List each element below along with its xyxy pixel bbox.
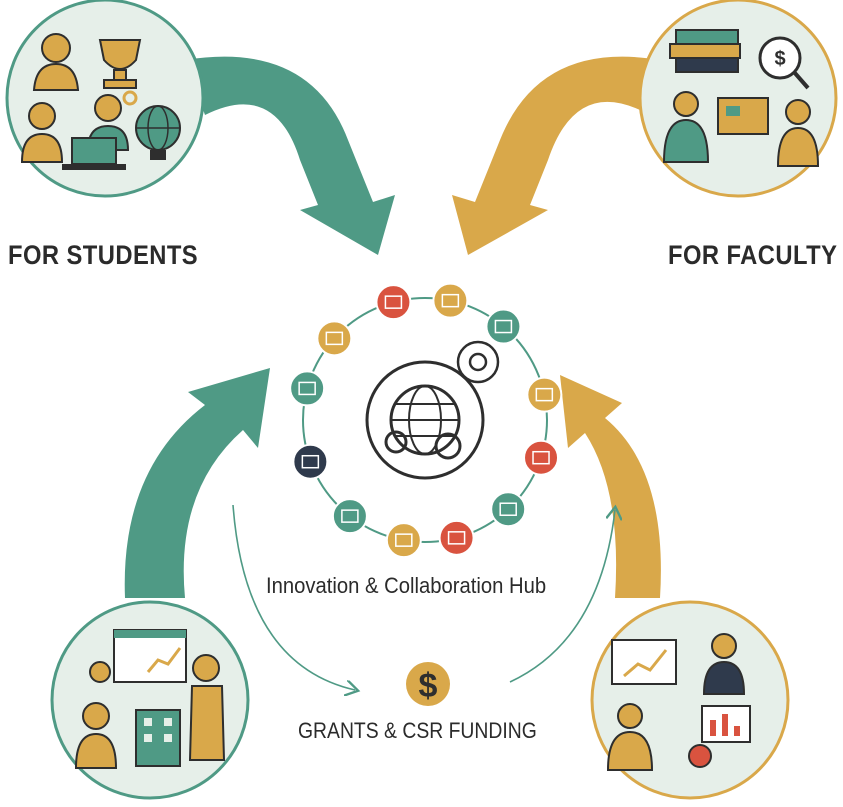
person-icon (32, 33, 80, 91)
faculty-label: FOR FACULTY (668, 240, 838, 270)
person-icon (702, 633, 746, 695)
arrow-grants-left-to-hub (124, 368, 270, 598)
building-icon (135, 709, 181, 767)
person-icon (188, 654, 226, 761)
person-icon (688, 744, 712, 768)
globe-icon (135, 105, 181, 160)
dollar-sign: $ (419, 667, 438, 705)
hub-node-icon (385, 522, 422, 559)
grants-label: GRANTS & CSR FUNDING (298, 718, 537, 743)
books-icon (669, 29, 741, 73)
hub-node-icon (316, 320, 353, 357)
gear-icon (456, 340, 500, 384)
person-icon (606, 703, 654, 771)
presentation-board-icon (717, 97, 769, 135)
students-label: FOR STUDENTS (8, 240, 199, 270)
connector-left-to-grants (232, 504, 355, 690)
hub-node-icon (432, 282, 469, 319)
hub-node-icon (438, 519, 475, 556)
globe-gears-icon (365, 360, 485, 480)
connector-right-to-grants (509, 510, 615, 683)
person-icon (20, 102, 64, 163)
students-illustration (5, 0, 205, 198)
arrow-faculty-to-hub (452, 56, 660, 255)
magnifier-dollar-icon: $ (758, 36, 810, 90)
students-faculty-collaboration-illustration (50, 600, 250, 800)
person-icon (89, 661, 111, 683)
arrow-students-to-hub (185, 56, 395, 255)
chart-board-icon (701, 705, 751, 743)
industry-collaboration-illustration (590, 600, 790, 800)
hub-node-icon (526, 376, 563, 413)
chart-board-icon (113, 629, 187, 683)
hub-node-icon (485, 308, 522, 345)
trophy-icon (98, 39, 142, 89)
hub-node-icon (490, 491, 527, 528)
person-icon (662, 91, 710, 163)
hub-node-icon (289, 370, 326, 407)
hub-node-icon (292, 443, 329, 480)
arrow-grants-right-to-hub (560, 375, 661, 598)
hub-node-icon (523, 439, 560, 476)
dollar-coin-icon: $ (406, 662, 450, 706)
svg-text:$: $ (774, 48, 785, 70)
chart-board-icon (611, 639, 677, 685)
hub-node-icon (331, 498, 368, 535)
faculty-illustration: $ (638, 0, 838, 198)
person-icon (776, 99, 820, 167)
laptop-icon (62, 137, 126, 170)
hub-node-icon (375, 284, 412, 321)
person-icon (74, 702, 118, 769)
hub-ring (289, 282, 563, 559)
gear-icon (122, 90, 138, 106)
hub-label: Innovation & Collaboration Hub (266, 573, 547, 598)
